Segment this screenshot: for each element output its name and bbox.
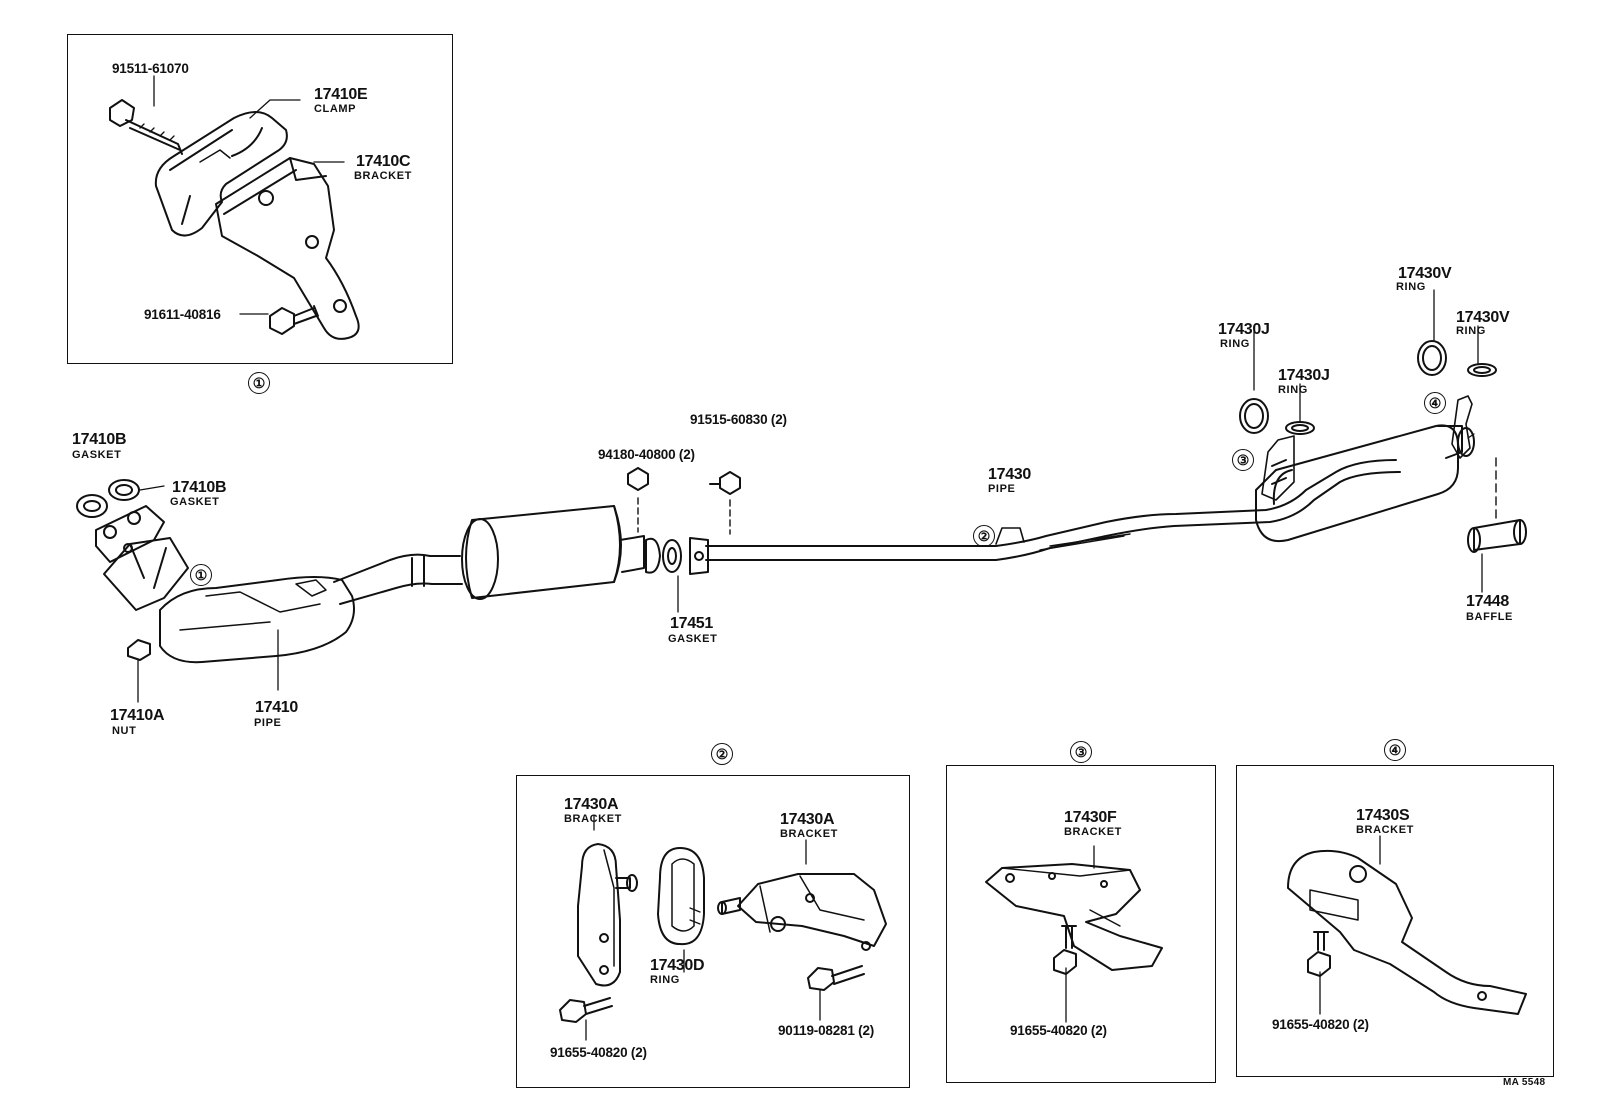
label-nut: NUT bbox=[112, 725, 137, 737]
label-17430V-1: 17430V bbox=[1398, 265, 1452, 282]
label-17410B-1: 17410B bbox=[72, 431, 127, 448]
label-bracket-f: BRACKET bbox=[1064, 826, 1122, 838]
label-91511-61070: 91511-61070 bbox=[112, 61, 189, 76]
label-17430A-2: 17430A bbox=[780, 811, 835, 828]
drawing-reference: MA 5548 bbox=[1503, 1077, 1546, 1088]
label-17410B-2: 17410B bbox=[172, 479, 227, 496]
label-17410A: 17410A bbox=[110, 707, 165, 724]
label-clamp: CLAMP bbox=[314, 103, 357, 115]
inset-1-frame bbox=[67, 34, 453, 364]
callout-1-inset: ① bbox=[248, 372, 270, 394]
label-17430D: 17430D bbox=[650, 957, 705, 974]
label-bracket-a2: BRACKET bbox=[780, 828, 838, 840]
inset-3-drawing bbox=[985, 845, 1163, 1023]
label-17451: 17451 bbox=[670, 615, 713, 632]
label-17410: 17410 bbox=[255, 699, 298, 716]
inset-4-drawing bbox=[1287, 835, 1527, 1015]
label-pipe-1: PIPE bbox=[254, 717, 282, 729]
label-ring-v1: RING bbox=[1396, 281, 1426, 293]
callout-3-inset: ③ bbox=[1070, 741, 1092, 763]
label-91655-40820-b: 91655-40820 (2) bbox=[1010, 1023, 1107, 1038]
label-17430J-1: 17430J bbox=[1218, 321, 1270, 338]
label-ring-j1: RING bbox=[1220, 338, 1250, 350]
inset-1-drawing bbox=[109, 75, 360, 340]
label-17410C: 17410C bbox=[356, 153, 411, 170]
label-91515-60830: 91515-60830 (2) bbox=[690, 412, 787, 427]
label-ring-v2: RING bbox=[1456, 325, 1486, 337]
label-gasket-451: GASKET bbox=[668, 633, 718, 645]
label-17430J-2: 17430J bbox=[1278, 367, 1330, 384]
label-91611-40816: 91611-40816 bbox=[144, 307, 221, 322]
callout-4-pipe: ④ bbox=[1424, 392, 1446, 414]
label-17430V-2: 17430V bbox=[1456, 309, 1510, 326]
label-pipe-2: PIPE bbox=[988, 483, 1016, 495]
tail-pipe-drawing bbox=[705, 289, 1527, 593]
label-baffle: BAFFLE bbox=[1466, 611, 1513, 623]
inset-3-frame bbox=[946, 765, 1216, 1083]
label-17448: 17448 bbox=[1466, 593, 1509, 610]
inset-4-frame bbox=[1236, 765, 1554, 1077]
label-90119-08281: 90119-08281 (2) bbox=[778, 1023, 875, 1038]
center-muffler-drawing bbox=[461, 467, 741, 613]
inset-2-drawing bbox=[559, 815, 887, 1041]
label-94180-40800: 94180-40800 (2) bbox=[598, 447, 695, 462]
callout-1-pipe: ① bbox=[190, 564, 212, 586]
label-gasket-b2: GASKET bbox=[170, 496, 220, 508]
callout-2-inset: ② bbox=[711, 743, 733, 765]
callout-4-inset: ④ bbox=[1384, 739, 1406, 761]
label-91655-40820-a: 91655-40820 (2) bbox=[550, 1045, 647, 1060]
label-ring-j2: RING bbox=[1278, 384, 1308, 396]
label-17430F: 17430F bbox=[1064, 809, 1117, 826]
label-ring-d: RING bbox=[650, 974, 680, 986]
inset-2-frame bbox=[516, 775, 910, 1088]
label-bracket-s: BRACKET bbox=[1356, 824, 1414, 836]
label-bracket-c: BRACKET bbox=[354, 170, 412, 182]
label-17430: 17430 bbox=[988, 466, 1031, 483]
label-17430A-1: 17430A bbox=[564, 796, 619, 813]
front-pipe-drawing bbox=[76, 479, 463, 703]
label-17410E: 17410E bbox=[314, 86, 368, 103]
label-gasket-b1: GASKET bbox=[72, 449, 122, 461]
label-17430S: 17430S bbox=[1356, 807, 1410, 824]
callout-3-pipe: ③ bbox=[1232, 449, 1254, 471]
label-bracket-a1: BRACKET bbox=[564, 813, 622, 825]
callout-2-pipe: ② bbox=[973, 525, 995, 547]
label-91655-40820-c: 91655-40820 (2) bbox=[1272, 1017, 1369, 1032]
